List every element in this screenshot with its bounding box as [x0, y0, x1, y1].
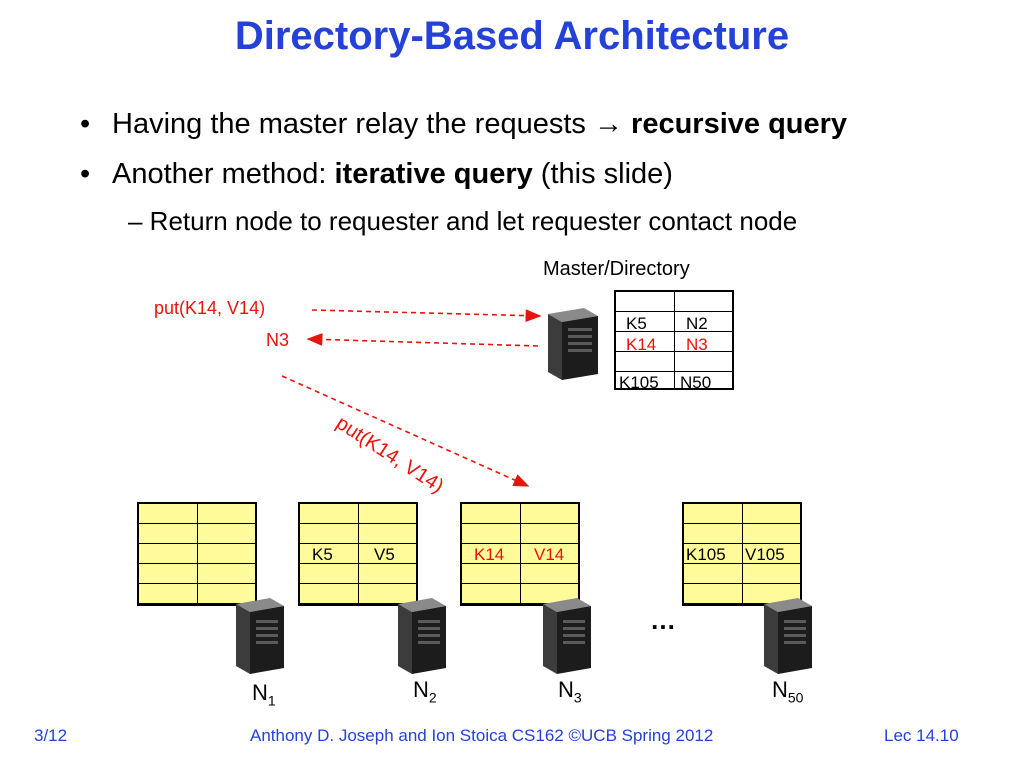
bullet-bold: iterative query: [334, 158, 533, 190]
server-icon-n50: [764, 598, 812, 674]
arrow-put-to-node: [281, 375, 530, 487]
master-label: Master/Directory: [543, 258, 690, 280]
bullet-dot: •: [80, 108, 91, 140]
node-label-n3: N3: [558, 677, 582, 706]
sub-bullet: – Return node to requester and let reque…: [128, 206, 798, 236]
server-icon-n2: [398, 598, 446, 674]
node-value: V105: [745, 545, 785, 564]
node-label-n1: N1: [252, 680, 276, 709]
master-key: K105: [619, 373, 659, 392]
bullet-iterative: • Another method: iterative query (this s…: [80, 158, 673, 191]
slide-title: Directory-Based Architecture: [234, 14, 790, 58]
bullet-text-after: (this slide): [532, 158, 673, 190]
node-table-n1: [137, 502, 257, 606]
master-key: K5: [626, 314, 647, 333]
ellipsis: …: [650, 605, 676, 635]
node-key: K105: [686, 545, 726, 564]
put-request-label: put(K14, V14): [154, 298, 266, 318]
master-key-highlight: K14: [626, 335, 657, 354]
node-key-highlight: K14: [474, 545, 505, 564]
node-table-n3: K14 V14: [460, 502, 580, 606]
master-table: K5 N2 K14 N3 K105 N50: [614, 290, 734, 392]
server-icon-n3: [543, 598, 591, 674]
bullet-dot: •: [80, 158, 91, 190]
reply-label: N3: [266, 330, 290, 350]
node-key: K5: [312, 545, 333, 564]
node-value: V5: [374, 545, 395, 564]
bullet-text: Another method:: [112, 158, 335, 190]
bullet-bold: recursive query: [631, 108, 848, 140]
arrow-put-to-master: [311, 309, 542, 323]
master-node: N2: [686, 314, 708, 333]
node-table-n2: K5 V5: [298, 502, 418, 606]
bullet-recursive: •Having the master relay the requests → …: [80, 108, 847, 141]
footer-credit: Anthony D. Joseph and Ion Stoica CS162 ©…: [250, 726, 714, 745]
bullet-text: Having the master relay the requests: [112, 108, 594, 140]
footer-page: 3/12: [34, 726, 68, 745]
node-label-n50: N50: [772, 677, 804, 706]
node-table-n50: K105 V105: [682, 502, 802, 606]
master-node-highlight: N3: [686, 335, 708, 354]
arrow-icon: →: [593, 108, 632, 140]
master-node: N50: [680, 373, 712, 392]
node-label-n2: N2: [413, 677, 437, 706]
server-icon-n1: [236, 598, 284, 674]
master-server-icon: [548, 308, 598, 380]
node-value-highlight: V14: [534, 545, 565, 564]
arrow-reply: [306, 333, 539, 347]
footer-lecture: Lec 14.10: [884, 726, 959, 745]
